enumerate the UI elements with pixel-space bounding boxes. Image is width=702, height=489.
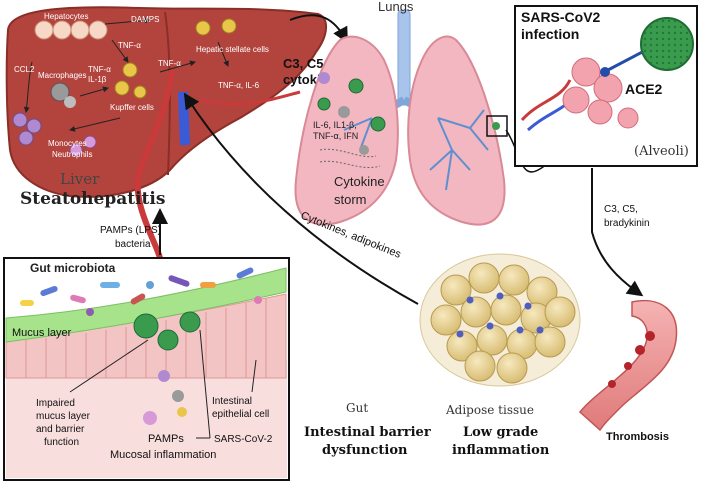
bacteria-label: bacteria bbox=[115, 239, 151, 250]
alveoli-label: (Alveoli) bbox=[634, 144, 689, 159]
adipose-immune-cell bbox=[496, 292, 504, 300]
low-grade-label-1: Low grade bbox=[463, 425, 538, 440]
epithelial-label-2: epithelial cell bbox=[212, 409, 269, 420]
left-lung bbox=[294, 35, 399, 226]
lung-viruses bbox=[317, 78, 386, 132]
arrow-liver-to-lungs bbox=[289, 14, 348, 44]
mucus-layer-label: Mucus layer bbox=[12, 327, 72, 339]
intestinal-barrier-label-1: Intestinal barrier bbox=[304, 425, 431, 440]
stellate-cells bbox=[195, 18, 237, 36]
cytokine-storm-2: storm bbox=[334, 192, 367, 207]
damps-label: DAMPS bbox=[131, 15, 159, 24]
gut-viruses bbox=[133, 311, 201, 351]
tnfa-il1b-label-1: TNF-α bbox=[88, 65, 111, 74]
bronchi bbox=[343, 109, 489, 191]
lung-immune-cells bbox=[318, 72, 369, 155]
mucosal-inflammation-label: Mucosal inflammation bbox=[110, 449, 216, 461]
gut-microbiota-label: Gut microbiota bbox=[30, 261, 116, 275]
adipose-immune-cell bbox=[456, 330, 464, 338]
epithelial-label-1: Intestinal bbox=[212, 396, 252, 407]
infection-title-2: infection bbox=[521, 26, 579, 42]
adipose-immune-cell bbox=[536, 326, 544, 334]
adipose-immune-cell bbox=[524, 302, 532, 310]
low-grade-label-2: inflammation bbox=[452, 443, 550, 458]
pamps-lps-label: PAMPs (LPS) bbox=[100, 225, 161, 236]
kupffer-label: Kupffer cells bbox=[110, 103, 154, 112]
adipose-organ-label: Adipose tissue bbox=[445, 403, 534, 417]
adipose-immune-cell bbox=[486, 322, 494, 330]
tnf-il6-label: TNF-α, IL-6 bbox=[218, 81, 260, 90]
adipocyte bbox=[430, 304, 462, 336]
adipocyte bbox=[476, 324, 508, 356]
lung-cytokines-2: TNF-α, IFN bbox=[313, 131, 358, 141]
sars-cov2-virion bbox=[640, 17, 694, 71]
pamps-label: PAMPs bbox=[148, 433, 184, 445]
thrombosis-label: Thrombosis bbox=[606, 431, 669, 443]
right-lung bbox=[407, 35, 506, 226]
bradykinin-label-1: C3, C5, bbox=[604, 204, 638, 215]
kupffer-cells bbox=[114, 62, 147, 99]
lungs-illustration bbox=[294, 9, 508, 226]
zoom-box bbox=[486, 115, 508, 137]
vessel-branch bbox=[199, 90, 301, 106]
adipocyte bbox=[498, 264, 530, 296]
trachea bbox=[397, 9, 411, 106]
arrow-adipose-to-liver bbox=[183, 92, 419, 305]
gut-panel: Gut microbiota Mucus layer Impaired mucu… bbox=[3, 257, 290, 481]
steatohepatitis-label: Steatohepatitis bbox=[20, 189, 165, 209]
adipose-immune-cell bbox=[466, 296, 474, 304]
c3-c5-label-1: C3, C5, bbox=[283, 56, 327, 71]
adipocyte bbox=[490, 294, 522, 326]
ace2-label: ACE2 bbox=[625, 81, 663, 97]
adipocyte bbox=[468, 262, 500, 294]
neutrophils-label: Neutrophils bbox=[52, 150, 92, 159]
adipocyte bbox=[464, 350, 496, 382]
macrophage-cells bbox=[50, 82, 76, 108]
gut-organ-label: Gut bbox=[346, 401, 368, 415]
liver-illustration: Hepatocytes DAMPS CCL2 Macrophages TNF-α… bbox=[5, 6, 327, 259]
impaired-label-4: function bbox=[44, 437, 79, 448]
portal-vein bbox=[178, 91, 190, 146]
impaired-label-1: Impaired bbox=[36, 398, 75, 409]
adipocyte bbox=[534, 326, 566, 358]
sars-cov-2-label: SARS-CoV-2 bbox=[214, 434, 273, 445]
infection-panel: SARS-CoV2 infection ACE2 (Alveoli) bbox=[514, 5, 698, 167]
lungs-organ-label: Lungs bbox=[378, 0, 414, 14]
impaired-label-2: mucus layer bbox=[36, 411, 91, 422]
tnfa-il1b-label-2: IL-1β bbox=[88, 75, 107, 84]
bradykinin-label-2: bradykinin bbox=[604, 218, 650, 229]
hepatic-stellate-label: Hepatic stellate cells bbox=[196, 45, 269, 54]
mucus-layer bbox=[5, 267, 287, 343]
tnfa-mid-label: TNF-α bbox=[158, 59, 181, 68]
alveoli-cluster bbox=[520, 57, 639, 132]
hepatocytes-label: Hepatocytes bbox=[44, 12, 88, 21]
adipose-illustration bbox=[419, 253, 581, 387]
intestinal-barrier-label-2: dysfunction bbox=[322, 443, 408, 458]
hepatocyte-cells bbox=[34, 20, 108, 40]
gut-immune-cells bbox=[143, 370, 187, 425]
ace2-receptor bbox=[600, 67, 610, 77]
monocyte-neutrophil-cells bbox=[12, 112, 97, 157]
adipocyte bbox=[544, 296, 576, 328]
cytokine-storm-1: Cytokine bbox=[334, 174, 385, 189]
monocytes-label: Monocytes bbox=[48, 139, 87, 148]
tnfa-left-label: TNF-α bbox=[118, 41, 141, 50]
gut-bacteria bbox=[20, 267, 262, 316]
adipocyte bbox=[446, 330, 478, 362]
lung-cytokines-1: IL-6, IL1-β, bbox=[313, 120, 357, 130]
arrow-alveoli-to-thrombosis bbox=[591, 168, 644, 297]
macrophages-label: Macrophages bbox=[38, 71, 86, 80]
adipocyte bbox=[460, 296, 492, 328]
adipocyte bbox=[496, 352, 528, 384]
hepatic-artery bbox=[134, 69, 175, 259]
infection-title-1: SARS-CoV2 bbox=[521, 9, 601, 25]
thrombosis-vessel bbox=[578, 300, 678, 432]
impaired-label-3: and barrier bbox=[36, 424, 85, 435]
adipocyte bbox=[440, 274, 472, 306]
ccl2-label: CCL2 bbox=[14, 65, 35, 74]
adipose-immune-cell bbox=[516, 326, 524, 334]
liver-organ-label: Liver bbox=[60, 170, 100, 188]
